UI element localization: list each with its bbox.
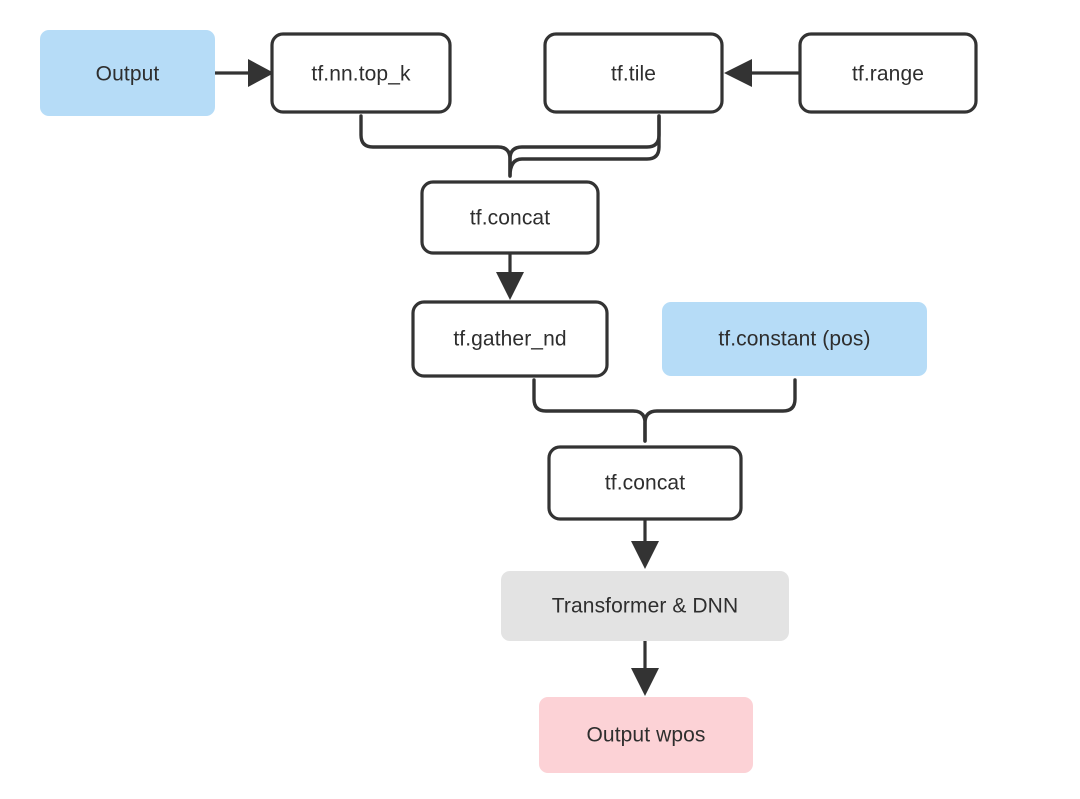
node-tf-concat-1-shape xyxy=(420,180,600,255)
node-tf-tile-label: tf.tile xyxy=(611,63,656,86)
node-output-label: Output xyxy=(96,63,160,86)
node-output-wpos-shape xyxy=(539,697,753,773)
node-tf-constant-pos-shape xyxy=(662,302,927,376)
node-transformer-dnn-shape xyxy=(501,571,789,641)
node-tf-range-label: tf.range xyxy=(852,63,924,86)
edge-brace-gather-constant-to-concat xyxy=(532,378,797,443)
node-tf-nn-top-k-shape xyxy=(270,32,452,114)
node-tf-concat-2-label: tf.concat xyxy=(605,472,685,495)
edge-range-to-tile xyxy=(724,59,800,87)
node-tf-concat-2[interactable]: tf.concat xyxy=(547,445,743,521)
node-output[interactable]: Output xyxy=(40,30,215,116)
node-tf-nn-top-k[interactable]: tf.nn.top_k xyxy=(270,32,452,114)
node-tf-range[interactable]: tf.range xyxy=(798,32,978,114)
node-transformer-dnn-label: Transformer & DNN xyxy=(552,595,738,618)
edge-concat2-to-transformer xyxy=(631,519,659,569)
node-output-shape xyxy=(40,30,215,116)
node-tf-concat-1-label: tf.concat xyxy=(470,207,550,230)
node-tf-nn-top-k-label: tf.nn.top_k xyxy=(311,63,411,86)
node-tf-tile[interactable]: tf.tile xyxy=(543,32,724,114)
edge-brace-topk-tile-to-concat xyxy=(359,114,661,178)
node-output-wpos[interactable]: Output wpos xyxy=(539,697,753,773)
edge-output-to-topk xyxy=(215,59,274,87)
node-tf-constant-pos[interactable]: tf.constant (pos) xyxy=(662,302,927,376)
edge-concat-to-gather_nd xyxy=(496,253,524,300)
node-tf-gather-nd-shape xyxy=(411,300,609,378)
node-tf-range-shape xyxy=(798,32,978,114)
node-tf-concat-1[interactable]: tf.concat xyxy=(420,180,600,255)
node-tf-gather-nd[interactable]: tf.gather_nd xyxy=(411,300,609,378)
node-tf-concat-2-shape xyxy=(547,445,743,521)
node-output-wpos-label: Output wpos xyxy=(587,724,706,747)
node-transformer-dnn[interactable]: Transformer & DNN xyxy=(501,571,789,641)
node-tf-tile-shape xyxy=(543,32,724,114)
edge-transformer-to-output-wpos xyxy=(631,641,659,696)
node-tf-gather-nd-label: tf.gather_nd xyxy=(453,328,566,351)
node-tf-constant-pos-label: tf.constant (pos) xyxy=(718,328,870,351)
